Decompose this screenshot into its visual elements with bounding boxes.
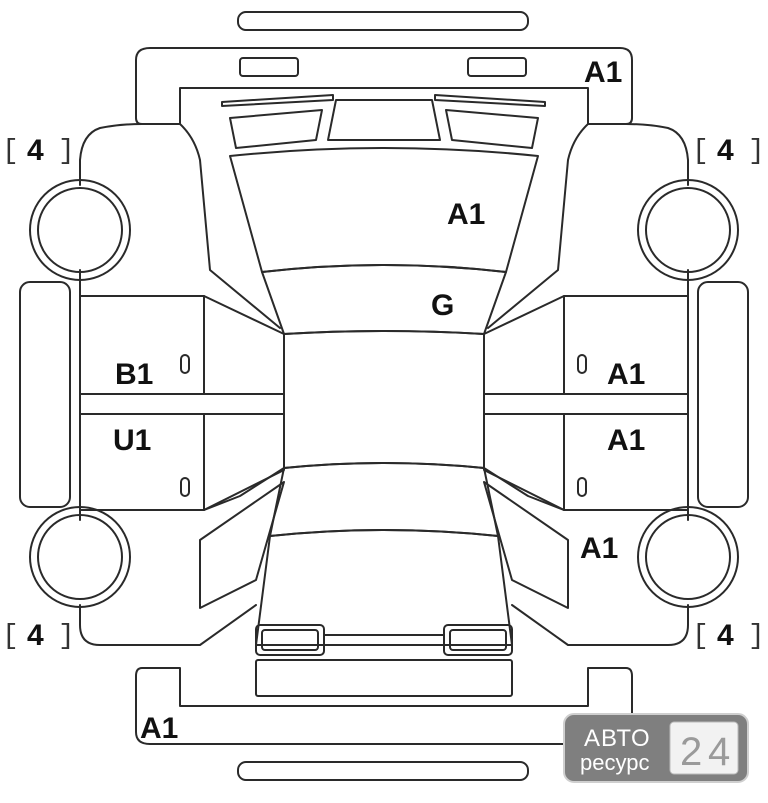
hood (229, 147, 539, 273)
rear-left-tyre-value: 4 (27, 619, 44, 652)
right-doors (483, 295, 689, 511)
right-rear-door-code: A1 (607, 424, 645, 457)
windshield-code: G (431, 289, 454, 322)
front-bumper (135, 47, 633, 125)
svg-text:]: ] (58, 621, 75, 652)
left-rear-door-code: U1 (113, 424, 151, 457)
trunk (255, 529, 513, 646)
front-left-tyre-rating: [ 4 ] (2, 134, 75, 167)
front-right-tyre-rating: [ 4 ] (692, 134, 765, 167)
left-doors (79, 295, 285, 511)
watermark-digit1: 2 (680, 730, 702, 774)
svg-text:]: ] (748, 136, 765, 167)
rear-bumper-bar (237, 761, 529, 781)
left-sill (19, 281, 71, 508)
right-rear-quarter (483, 467, 629, 646)
body-outline (79, 123, 689, 646)
svg-text:[: [ (692, 136, 709, 167)
svg-text:[: [ (692, 621, 709, 652)
watermark-digit2: 4 (708, 730, 730, 774)
watermark-line2: ресурс (580, 750, 649, 775)
watermark-logo: АВТО ресурс 2 4 (563, 713, 749, 783)
svg-text:]: ] (58, 136, 75, 167)
rear-bumper (135, 667, 633, 745)
front-bumper-bar (237, 11, 529, 31)
rear-lights (255, 624, 513, 697)
roof (283, 330, 485, 469)
front-bumper-code: A1 (584, 56, 622, 89)
rear-left-wheel (29, 506, 131, 608)
watermark-line1: АВТО (584, 725, 651, 752)
rear-right-tyre-value: 4 (717, 619, 734, 652)
rear-window (269, 462, 499, 537)
svg-text:]: ] (748, 621, 765, 652)
front-right-wheel (637, 179, 739, 281)
right-sill (697, 281, 749, 508)
front-left-tyre-value: 4 (27, 134, 44, 167)
svg-text:[: [ (2, 136, 19, 167)
left-front-door-code: B1 (115, 358, 153, 391)
hood-code: A1 (447, 198, 485, 231)
windshield (261, 264, 507, 335)
front-left-wheel (29, 179, 131, 281)
rear-right-wheel (637, 506, 739, 608)
rear-bumper-code: A1 (140, 712, 178, 745)
front-right-tyre-value: 4 (717, 134, 734, 167)
rear-right-tyre-rating: [ 4 ] (692, 619, 765, 652)
rear-left-tyre-rating: [ 4 ] (2, 619, 75, 652)
grille (221, 94, 546, 149)
svg-text:[: [ (2, 621, 19, 652)
left-rear-quarter (139, 467, 285, 646)
right-front-door-code: A1 (607, 358, 645, 391)
right-rear-quarter-code: A1 (580, 532, 618, 565)
